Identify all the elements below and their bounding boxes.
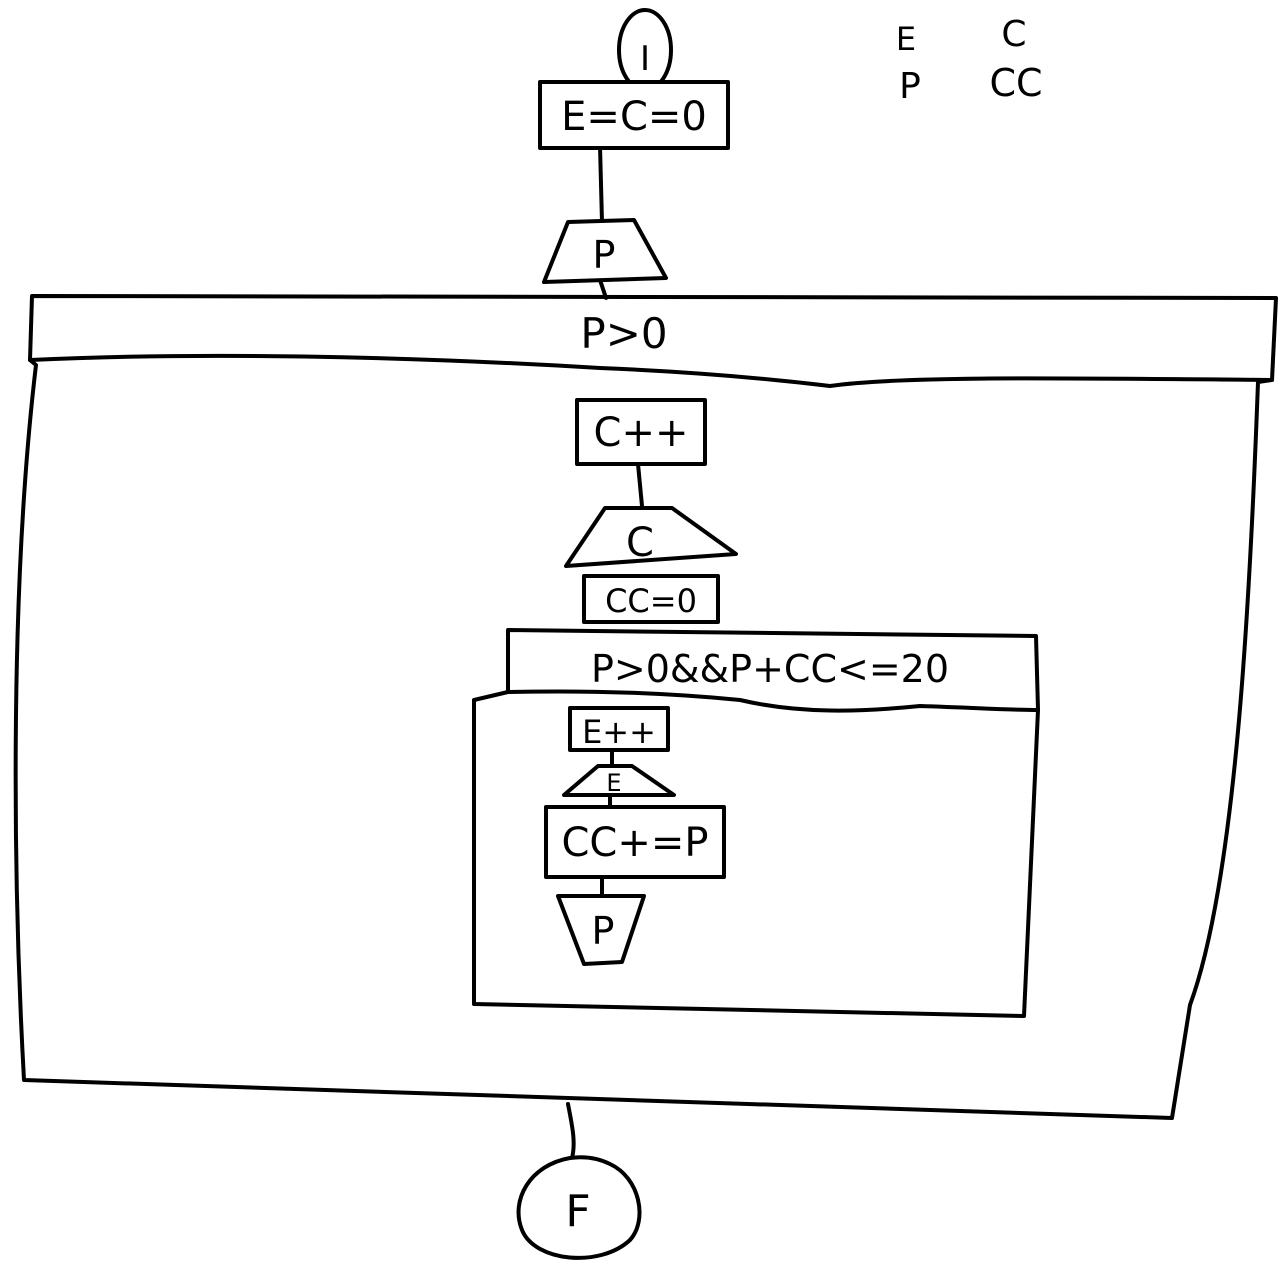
output-e-label: E: [606, 769, 621, 797]
variable-legend: E P C CC: [896, 14, 1043, 107]
legend-left-0: E: [896, 20, 916, 58]
increment-c-box: [575, 398, 707, 466]
start-label: I: [640, 39, 650, 79]
read-p-inner-label: P: [592, 909, 615, 953]
inner-loop-frame: [472, 628, 1040, 1018]
read-p-outer: P: [542, 218, 668, 284]
output-e: E: [562, 764, 676, 797]
end-oval: [516, 1155, 642, 1260]
increment-c-label: C++: [594, 410, 689, 456]
end-terminal: F: [516, 1155, 642, 1260]
accumulate-cc-box: [544, 805, 726, 879]
legend-left-1: P: [899, 66, 921, 107]
outer-loop: P>0: [13, 294, 1278, 1120]
outer-loop-frame: [13, 294, 1278, 1120]
end-label: F: [565, 1186, 590, 1237]
inner-loop-condition: P>0&&P+CC<=20: [591, 647, 949, 691]
increment-e: E++: [568, 706, 670, 752]
read-p-inner: P: [556, 894, 646, 966]
increment-e-label: E++: [582, 713, 656, 751]
outer-loop-condition-divider: [28, 353, 1274, 388]
increment-e-box: [568, 706, 670, 752]
connector-inc-c-to-output: [636, 462, 644, 508]
start-terminal: I: [617, 8, 673, 92]
read-p-outer-shape: [542, 218, 668, 284]
init-process-label: E=C=0: [561, 94, 707, 140]
increment-c: C++: [575, 398, 707, 466]
accumulate-cc-label: CC+=P: [561, 820, 708, 866]
inner-loop: P>0&&P+CC<=20: [472, 628, 1040, 1018]
init-process-box: [538, 80, 730, 150]
read-p-inner-shape: [556, 894, 646, 966]
output-c-shape: [564, 506, 738, 568]
accumulate-cc: CC+=P: [544, 805, 726, 879]
init-process: E=C=0: [538, 80, 730, 150]
reset-cc: CC=0: [582, 574, 720, 624]
read-p-outer-label: P: [593, 233, 616, 277]
outer-loop-condition: P>0: [580, 309, 667, 358]
connector-init-to-read: [598, 144, 604, 224]
inner-loop-condition-divider: [506, 689, 1040, 713]
output-c: C: [564, 506, 738, 568]
connector-loop-to-end: [566, 1102, 576, 1160]
output-e-shape: [562, 764, 676, 797]
reset-cc-label: CC=0: [605, 582, 697, 620]
legend-right-1: CC: [989, 61, 1042, 105]
reset-cc-box: [582, 574, 720, 624]
output-c-label: C: [626, 520, 654, 566]
legend-right-0: C: [1001, 14, 1026, 55]
